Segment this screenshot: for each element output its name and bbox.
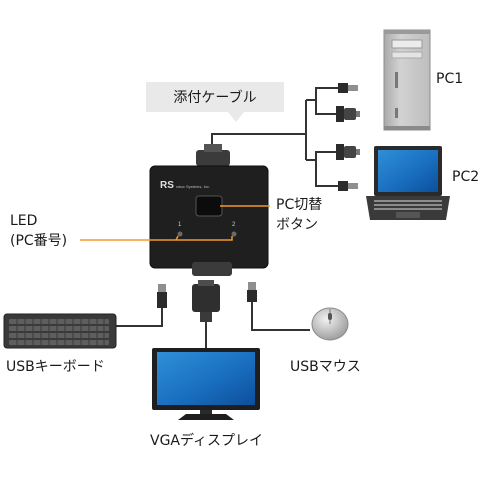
kvm-switch-icon: RS ratoc Systems, Inc. 1 2 [149,144,269,276]
mouse-label: USBマウス [290,359,361,375]
callout-text: 添付ケーブル [173,90,257,106]
usb-plug-icon [247,282,257,302]
port-number-1: 1 [178,222,182,228]
led-1 [177,231,183,237]
switch-button-label-line1: PC切替 [276,197,323,213]
brand-logo: RS [160,180,174,191]
vga-connector-icon [336,144,360,160]
vga-connector-icon [336,106,360,122]
switch-button-label-line2: ボタン [276,217,318,233]
pc-switch-button [195,195,223,217]
callout-pointer [228,112,244,122]
usb-plug-icon [157,284,167,308]
port-number-2: 2 [232,222,236,228]
usb-plug-icon [338,83,358,93]
pc1-label: PC1 [436,71,464,87]
keyboard-label: USBキーボード [6,359,105,375]
pc2-label: PC2 [452,169,480,185]
keyboard-icon [3,313,117,349]
tower-pc-icon [383,29,431,131]
usb-plug-icon [338,181,358,191]
laptop-icon [366,146,450,220]
cable-lines [116,87,338,350]
vga-connector-icon [192,280,220,322]
led-2 [231,231,237,237]
monitor-icon [152,348,260,420]
mouse-icon [311,307,349,341]
display-label: VGAディスプレイ [150,433,264,449]
brand-sub: ratoc Systems, Inc. [176,184,210,189]
leader-lines [80,205,270,241]
led-label-line2: (PC番号) [10,233,68,249]
callout-included-cable: 添付ケーブル [146,82,284,112]
led-label-line1: LED [10,213,38,229]
